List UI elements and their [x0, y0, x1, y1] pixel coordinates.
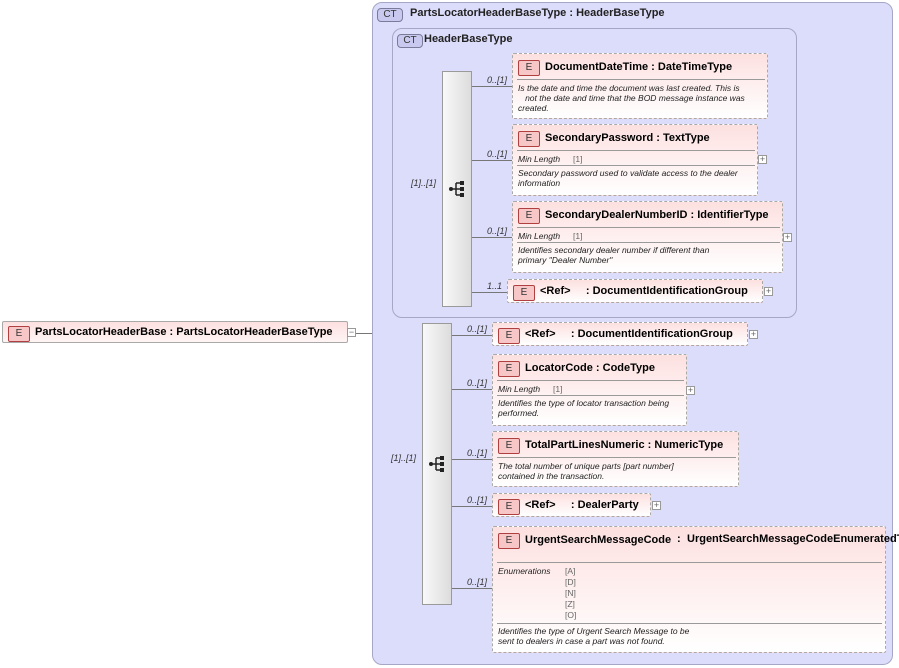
sequence-icon — [449, 181, 464, 197]
separator — [497, 395, 684, 396]
cardinality-label: 0..[1] — [467, 577, 488, 587]
separator — [497, 380, 684, 381]
element-locator-code[interactable]: E LocatorCode : CodeType Min Length [1] … — [492, 354, 687, 426]
element-description: Identifies the type of locator transacti… — [498, 398, 670, 418]
facet-value: [1] — [553, 384, 563, 394]
element-ref-document-identification-group[interactable]: E <Ref> : DocumentIdentificationGroup — [507, 279, 763, 303]
element-title: SecondaryDealerNumberID : IdentifierType — [545, 209, 769, 221]
element-description: Is the date and time the document was la… — [518, 83, 745, 113]
ct-outer-title: PartsLocatorHeaderBaseType : HeaderBaseT… — [410, 7, 665, 19]
element-badge: E — [8, 326, 30, 342]
separator — [497, 562, 882, 563]
child-connector — [472, 160, 512, 161]
cardinality-label: 0..[1] — [467, 495, 488, 505]
element-secondary-password[interactable]: E SecondaryPassword : TextType Min Lengt… — [512, 124, 758, 196]
separator — [517, 227, 780, 228]
element-title: SecondaryPassword : TextType — [545, 132, 710, 144]
separator — [517, 150, 755, 151]
element-description: Identifies secondary dealer number if di… — [518, 245, 710, 265]
element-badge: E — [498, 438, 520, 454]
root-connector — [352, 333, 382, 334]
element-title: <Ref> : DocumentIdentificationGroup — [540, 285, 748, 297]
child-connector — [452, 506, 492, 507]
element-name: PartsLocatorHeaderBase — [35, 326, 167, 338]
element-description: Secondary password used to validate acce… — [518, 168, 738, 188]
child-connector — [452, 459, 492, 460]
child-connector — [452, 335, 492, 336]
element-ref-document-identification-group[interactable]: E <Ref> : DocumentIdentificationGroup — [492, 322, 748, 346]
element-badge: E — [498, 328, 520, 344]
sequence-icon — [429, 456, 444, 472]
separator — [517, 242, 780, 243]
element-title: TotalPartLinesNumeric : NumericType — [525, 439, 724, 451]
root-element-title: PartsLocatorHeaderBase : PartsLocatorHea… — [35, 325, 333, 339]
element-badge: E — [498, 499, 520, 515]
facet-label: Min Length — [518, 154, 561, 164]
element-description: Identifies the type of Urgent Search Mes… — [498, 626, 690, 646]
ct-badge-icon: CT — [377, 8, 403, 22]
facet-value: [1] — [573, 231, 583, 241]
ct-inner-title: HeaderBaseType — [424, 33, 513, 45]
separator — [497, 623, 882, 624]
seq2-cardinality: [1]..[1] — [391, 453, 417, 463]
cardinality-label: 0..[1] — [487, 226, 508, 236]
element-total-part-lines-numeric[interactable]: E TotalPartLinesNumeric : NumericType Th… — [492, 431, 739, 487]
element-title: <Ref> : DocumentIdentificationGroup — [525, 328, 733, 340]
separator — [517, 79, 765, 80]
collapse-toggle[interactable]: − — [347, 327, 356, 337]
seq1-cardinality: [1]..[1] — [411, 178, 437, 188]
cardinality-label: 0..[1] — [467, 324, 488, 334]
element-badge: E — [518, 208, 540, 224]
element-badge: E — [518, 60, 540, 76]
expand-toggle[interactable]: + — [686, 385, 695, 395]
element-title: DocumentDateTime : DateTimeType — [545, 61, 733, 73]
root-element[interactable]: E PartsLocatorHeaderBase : PartsLocatorH… — [2, 321, 348, 343]
separator — [497, 457, 736, 458]
type-separator: : — [169, 326, 174, 338]
expand-toggle[interactable]: + — [749, 329, 758, 339]
separator — [517, 165, 755, 166]
element-badge: E — [498, 533, 520, 549]
element-badge: E — [518, 131, 540, 147]
element-document-date-time[interactable]: E DocumentDateTime : DateTimeType Is the… — [512, 53, 768, 119]
cardinality-label: 0..[1] — [487, 149, 508, 159]
child-connector — [472, 292, 507, 293]
element-description: The total number of unique parts [part n… — [498, 461, 674, 481]
element-title: <Ref> : DealerParty — [525, 499, 639, 511]
element-name: UrgentSearchMessageCode — [525, 534, 672, 546]
element-badge: E — [513, 285, 535, 301]
expand-toggle[interactable]: + — [764, 286, 773, 296]
element-type: UrgentSearchMessageCodeEnumeratedType — [687, 533, 899, 545]
facet-label: Min Length — [518, 231, 561, 241]
element-title: LocatorCode : CodeType — [525, 362, 655, 374]
cardinality-label: 0..[1] — [487, 75, 508, 85]
child-connector — [472, 86, 512, 87]
element-type: PartsLocatorHeaderBaseType — [176, 326, 333, 338]
cardinality-label: 1..1 — [487, 281, 503, 291]
expand-toggle[interactable]: + — [652, 500, 661, 510]
type-separator: : — [677, 533, 681, 545]
ct-badge-icon: CT — [397, 34, 423, 48]
child-connector — [452, 389, 492, 390]
cardinality-label: 0..[1] — [467, 378, 488, 388]
expand-toggle[interactable]: + — [758, 154, 767, 164]
facet-label: Min Length — [498, 384, 541, 394]
element-urgent-search-message-code[interactable]: E UrgentSearchMessageCode : UrgentSearch… — [492, 526, 899, 653]
element-badge: E — [498, 361, 520, 377]
facet-label: Enumerations — [498, 566, 551, 576]
element-secondary-dealer-number-id[interactable]: E SecondaryDealerNumberID : IdentifierTy… — [512, 201, 783, 273]
enumeration-list: [A] [D] [N] [Z] [O] — [565, 566, 577, 620]
element-ref-dealer-party[interactable]: E <Ref> : DealerParty — [492, 493, 651, 517]
cardinality-label: 0..[1] — [467, 448, 488, 458]
facet-value: [1] — [573, 154, 583, 164]
child-connector — [472, 237, 512, 238]
child-connector — [452, 588, 492, 589]
expand-toggle[interactable]: + — [783, 232, 792, 242]
